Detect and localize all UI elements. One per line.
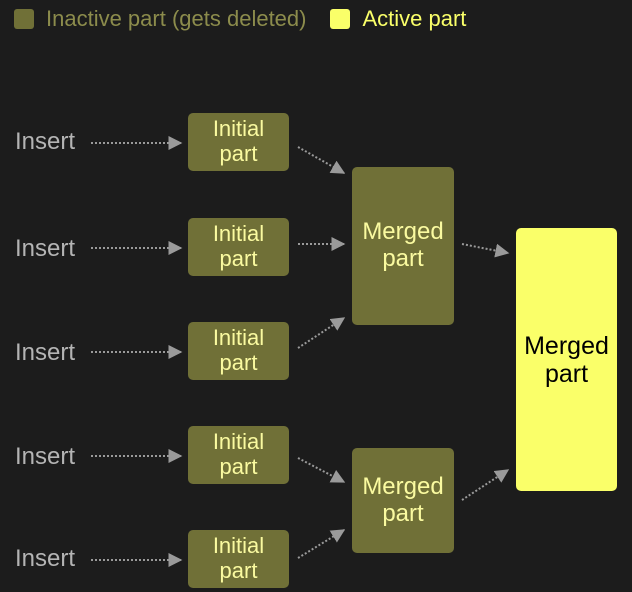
box-label-line: Initial	[212, 533, 265, 559]
legend-inactive-label: Inactive part (gets deleted)	[46, 6, 307, 31]
insert-label: Insert	[15, 339, 76, 366]
box-label-line: part	[219, 350, 258, 375]
box-label-line: Merged	[362, 218, 444, 246]
legend: Inactive part (gets deleted) Active part	[14, 6, 490, 32]
box-label-line: Merged	[524, 331, 609, 360]
active-swatch-icon	[330, 9, 351, 29]
box-label-line: Initial	[212, 325, 265, 351]
insert-label: Insert	[15, 235, 76, 262]
box-label-line: Initial	[212, 116, 265, 142]
box-label-line: part	[219, 454, 258, 479]
box-label-line: part	[219, 141, 258, 166]
inactive-swatch-icon	[14, 9, 34, 29]
box-label-line: Initial	[212, 429, 265, 455]
box-label-line: part	[382, 245, 424, 272]
connector-arrow	[461, 243, 510, 258]
insert-label: Insert	[15, 545, 76, 572]
box-label-line: part	[219, 246, 258, 271]
box-label-line: Merged	[362, 472, 444, 500]
connector-arrow	[461, 469, 510, 501]
connector-arrow	[297, 146, 346, 174]
box-label-line: part	[544, 359, 589, 388]
connector-arrow	[297, 457, 346, 483]
connector-arrow	[297, 317, 346, 349]
legend-item-inactive: Inactive part (gets deleted)	[14, 6, 306, 32]
box-label-line: part	[219, 558, 258, 583]
connectors	[91, 136, 510, 567]
box-label-line: part	[382, 499, 424, 527]
legend-item-active: Active part	[330, 6, 466, 32]
insert-label: Insert	[15, 443, 76, 470]
insert-label: Insert	[15, 128, 76, 155]
box-label-line: Initial	[212, 221, 265, 247]
legend-active-label: Active part	[362, 6, 467, 31]
connector-arrow	[297, 529, 346, 559]
